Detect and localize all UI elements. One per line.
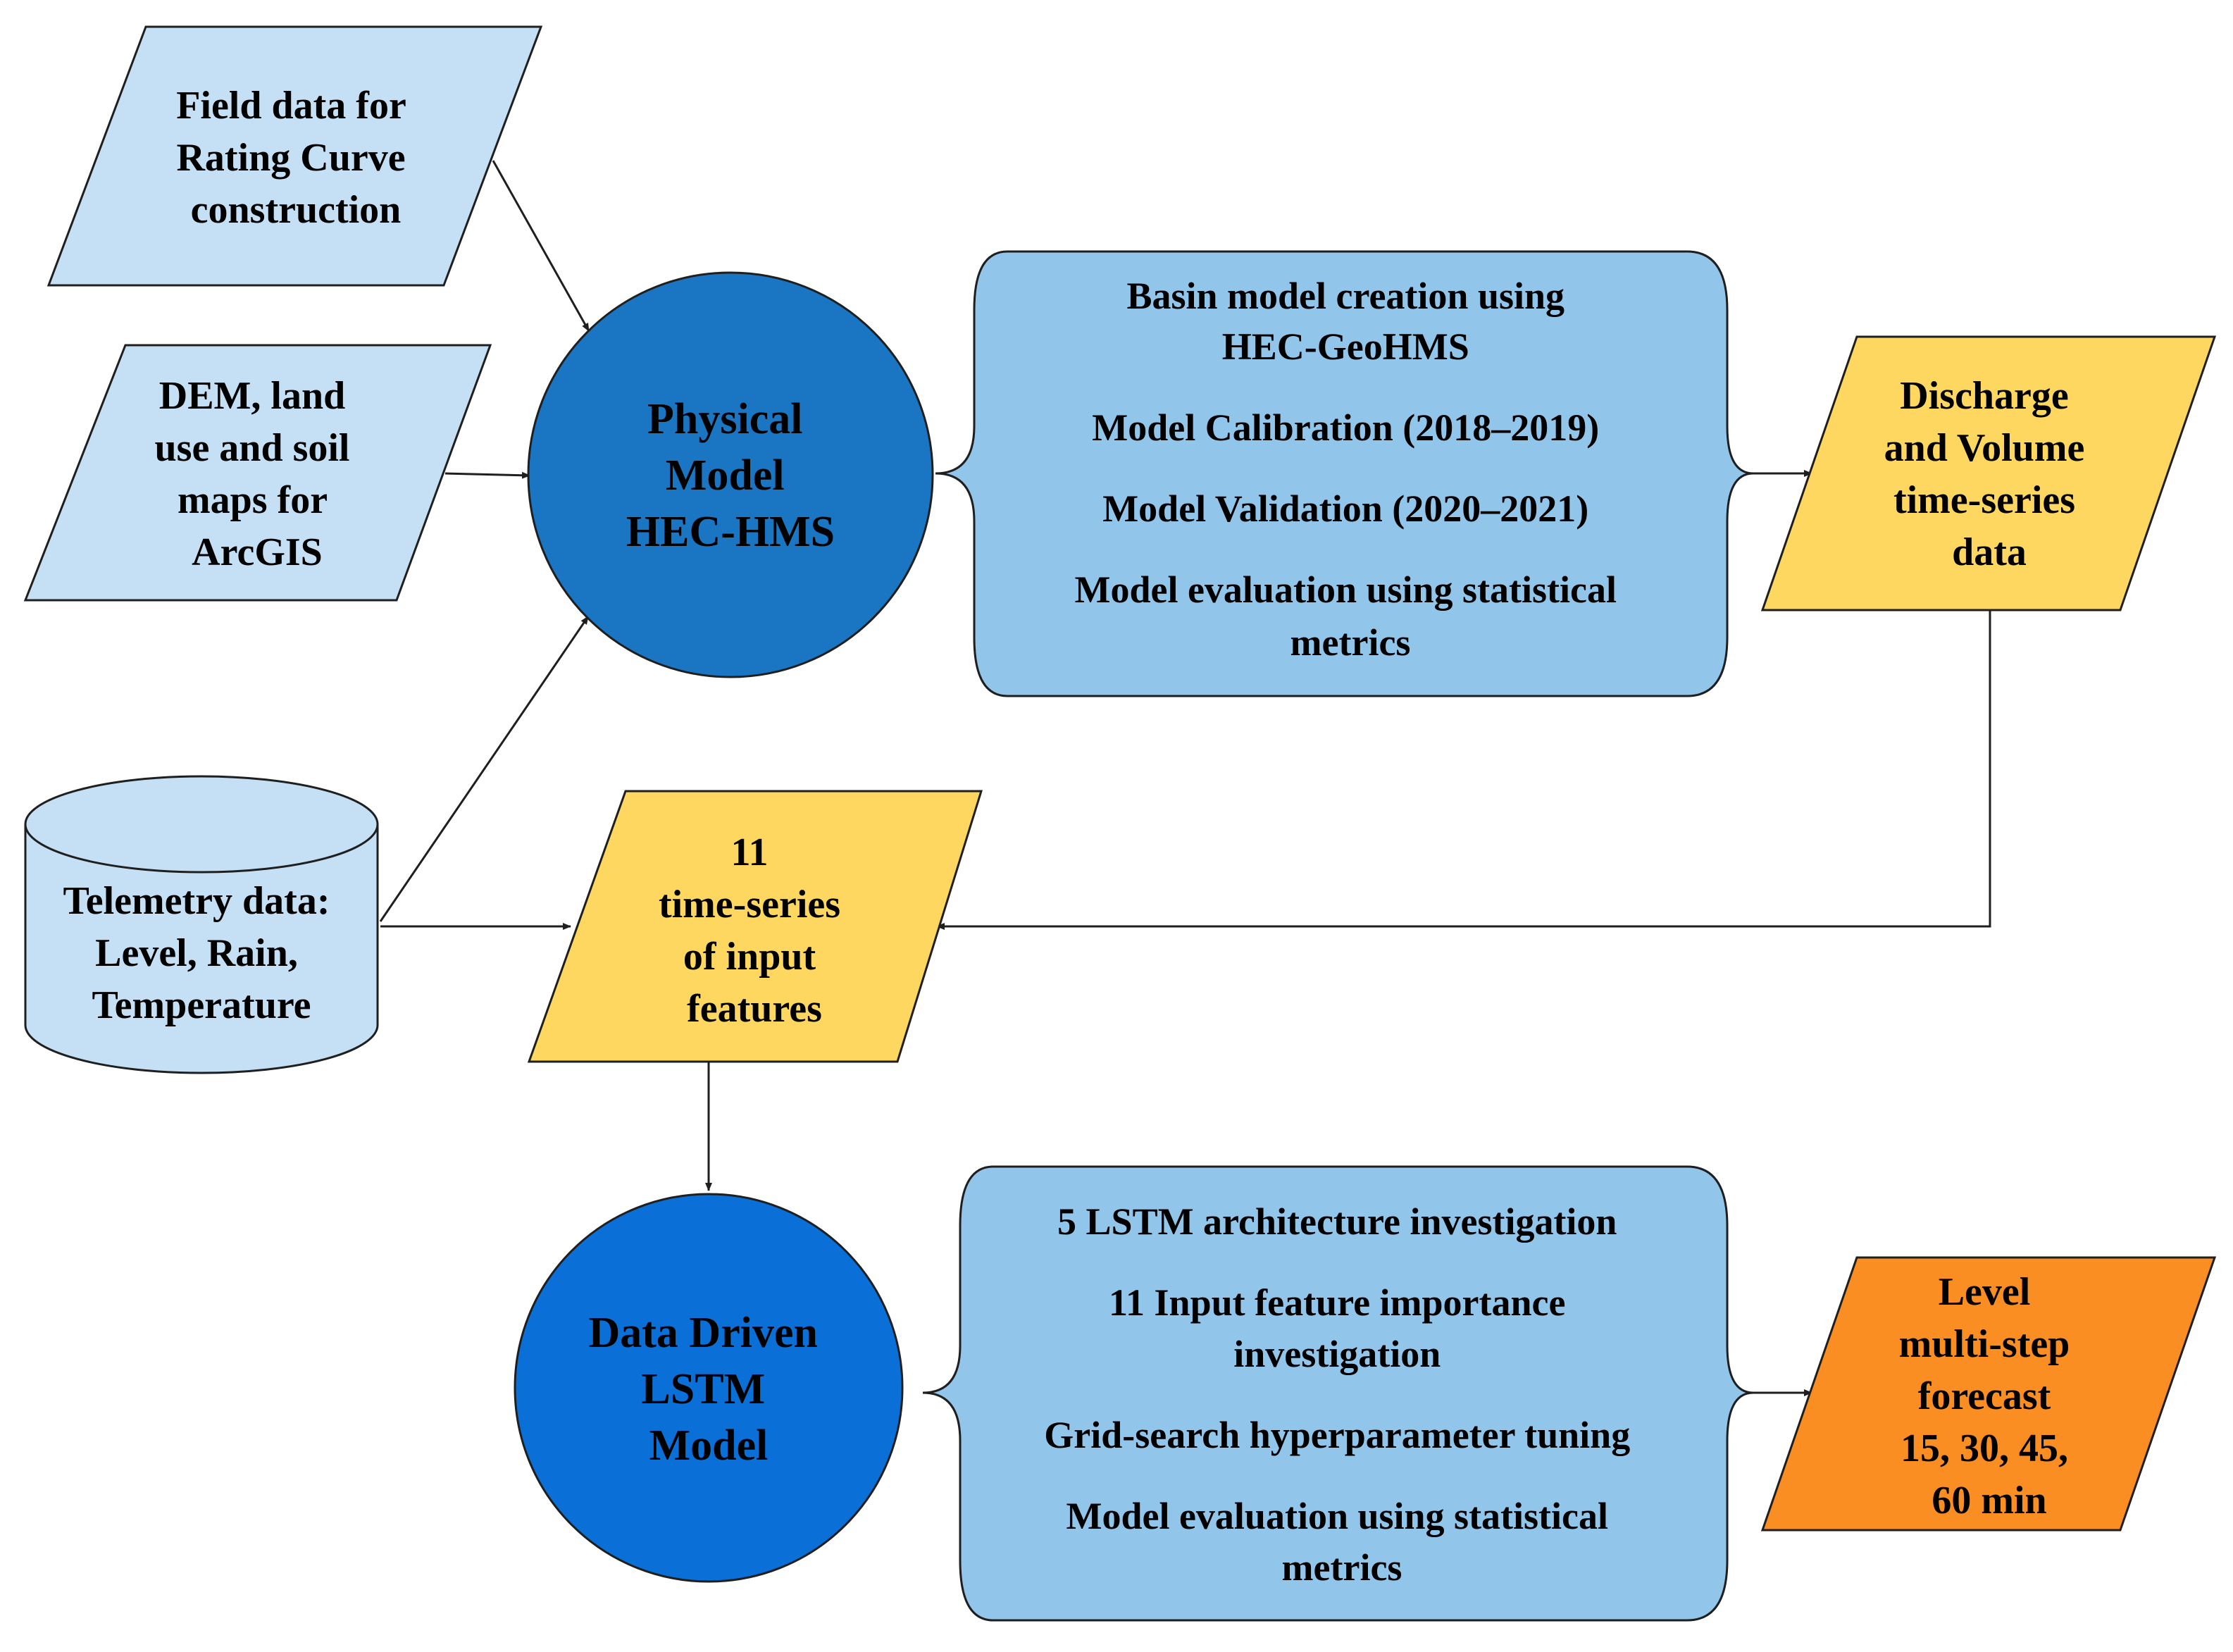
lstm-step-4-line-2: metrics [1282,1546,1402,1589]
svg-text:DEM, land use and soil: DEM, land use and soil maps for ArcGIS [155,374,360,574]
telemetry-database: Telemetry data: Level, Rain, Temperature [24,775,379,1074]
dem-shape [23,344,492,602]
physical-model-line-2: Model [666,452,785,499]
arrow-discharge-to-input-features [936,610,1991,930]
discharge-line-2: and Volume [1884,426,2085,470]
discharge-shape [1760,335,2217,611]
lstm-model-line-3: Model [649,1422,769,1470]
telemetry-cylinder-top [24,775,379,874]
input-features-line-1: 11 [731,831,769,874]
telemetry-cylinder-body [24,824,379,1074]
lstm-model-node: Data Driven LSTM Model [514,1193,904,1583]
dem-line-2: use and soil [155,426,350,470]
physical-steps-shape [935,250,1754,697]
svg-text:11 time-series of: 11 time-series of input features [659,831,850,1031]
physical-model-line-1: Physical [647,395,802,443]
input-features-line-4: features [687,987,822,1031]
physical-step-3: Model Validation (2020–2021) [1102,487,1588,530]
lstm-model-line-1: Data Driven [589,1309,818,1357]
input-features-line-3: of input [683,935,816,979]
field-data-shape [46,25,543,287]
physical-steps-box: Basin model creation using HEC-GeoHMS Mo… [935,250,1754,697]
svg-text:Field data for Rating Cu: Field data for Rating Curve construction [176,84,416,232]
discharge-output: Discharge and Volume time-series data [1760,335,2217,611]
svg-text:5 LSTM architecture investigat: 5 LSTM architecture investigation 11 Inp… [1044,1200,1639,1589]
discharge-line-4: data [1952,530,2027,574]
discharge-line-1: Discharge [1900,374,2069,418]
physical-model-line-3: HEC-HMS [626,508,835,556]
dem-input: DEM, land use and soil maps for ArcGIS [23,344,492,602]
forecast-line-3: forecast [1918,1374,2051,1418]
field-data-line-3: construction [191,188,402,232]
forecast-line-5: 60 min [1932,1479,2046,1522]
lstm-step-1: 5 LSTM architecture investigation [1057,1200,1617,1243]
forecast-line-2: multi-step [1899,1322,2070,1366]
lstm-step-4-line-1: Model evaluation using statistical [1066,1495,1608,1537]
physical-step-4-line-2: metrics [1290,621,1411,664]
input-features: 11 time-series of input features [527,790,983,1063]
lstm-step-2-line-2: investigation [1233,1333,1441,1375]
dem-line-1: DEM, land [159,374,346,418]
svg-text:Basin model creation using: Basin model creation using HEC-GeoHMS Mo… [1074,275,1626,664]
lstm-step-3: Grid-search hyperparameter tuning [1044,1414,1630,1456]
svg-text:Data Driven LSTM M: Data Driven LSTM Model [589,1309,829,1470]
physical-step-4-line-1: Model evaluation using statistical [1074,569,1617,611]
arrow-field-data-to-physical-model [492,160,590,332]
svg-text:Telemetry data: Level, R: Telemetry data: Level, Rain, Temperature [63,879,340,1027]
lstm-steps-shape [922,1165,1754,1622]
forecast-line-4: 15, 30, 45, [1901,1427,2068,1470]
forecast-output: Level multi-step forecast 15, 30, 45, 60… [1760,1256,2217,1532]
forecast-line-1: Level [1939,1270,2031,1314]
field-data-line-2: Rating Curve [176,136,405,180]
telemetry-line-3: Temperature [92,983,311,1027]
telemetry-line-1: Telemetry data: [63,879,330,923]
arrow-dem-to-physical-model [444,471,530,479]
connectors [379,160,1991,1396]
lstm-model-line-2: LSTM [641,1365,765,1413]
physical-step-2: Model Calibration (2018–2019) [1092,406,1599,449]
lstm-model-circle [514,1193,904,1583]
svg-text:Discharge and Volume: Discharge and Volume time-series data [1884,374,2095,574]
svg-text:Level multi-step f: Level multi-step forecast 15, 30, 45, 60… [1899,1270,2080,1522]
forecast-shape [1760,1256,2217,1532]
arrow-telemetry-to-physical-model [379,616,590,922]
input-features-shape [527,790,983,1063]
svg-text:Physical Model HEC: Physical Model HEC-HMS [626,395,835,556]
field-data-input: Field data for Rating Curve construction [46,25,543,287]
discharge-line-3: time-series [1893,478,2075,522]
physical-model-node: Physical Model HEC-HMS [527,271,934,678]
dem-line-4: ArcGIS [192,530,323,574]
physical-model-circle [527,271,934,678]
physical-step-1-line-2: HEC-GeoHMS [1222,325,1469,368]
telemetry-line-2: Level, Rain, [95,931,298,975]
field-data-line-1: Field data for [176,84,406,128]
lstm-steps-box: 5 LSTM architecture investigation 11 Inp… [922,1165,1754,1622]
lstm-step-2-line-1: 11 Input feature importance [1109,1281,1565,1324]
physical-step-1-line-1: Basin model creation using [1126,275,1565,317]
dem-line-3: maps for [178,478,327,522]
input-features-line-2: time-series [659,883,840,926]
